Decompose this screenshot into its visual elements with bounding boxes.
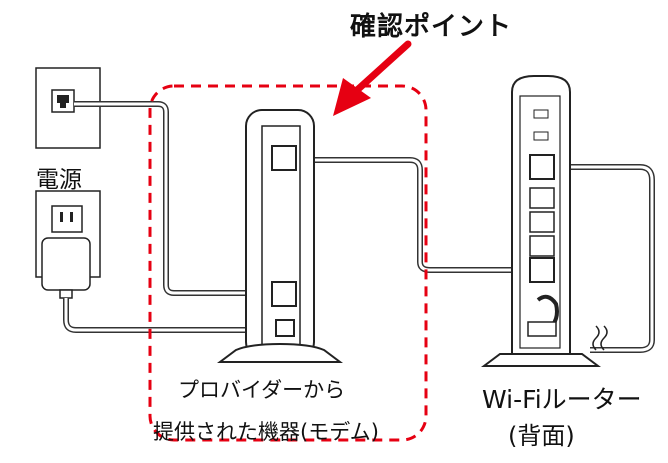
modem-phone-port [271, 281, 297, 307]
ac-adapter-icon [41, 237, 91, 299]
wall-phone-jack [35, 67, 101, 149]
router-stand [481, 353, 601, 367]
modem-label-line1: プロバイダーから [178, 378, 346, 402]
phone-jack-icon [51, 89, 75, 113]
power-label: 電源 [36, 167, 82, 193]
modem-top-port [271, 145, 297, 171]
modem [217, 109, 343, 363]
page-title: 確認ポイント [350, 12, 513, 42]
modem-power-port [275, 319, 295, 337]
modem-stand [217, 342, 343, 363]
router-label-line1: Wi-Fiルーター [482, 385, 642, 414]
router-port-1 [529, 154, 555, 180]
red-arrow-icon [333, 40, 412, 116]
power-outlet-icon [51, 205, 83, 233]
wifi-router [481, 75, 608, 367]
router-wan-port [529, 257, 555, 283]
router-label-line2: (背面) [508, 422, 575, 450]
highlight-box [148, 84, 428, 442]
modem-label-line2: 提供された機器(モデム) [153, 420, 379, 444]
